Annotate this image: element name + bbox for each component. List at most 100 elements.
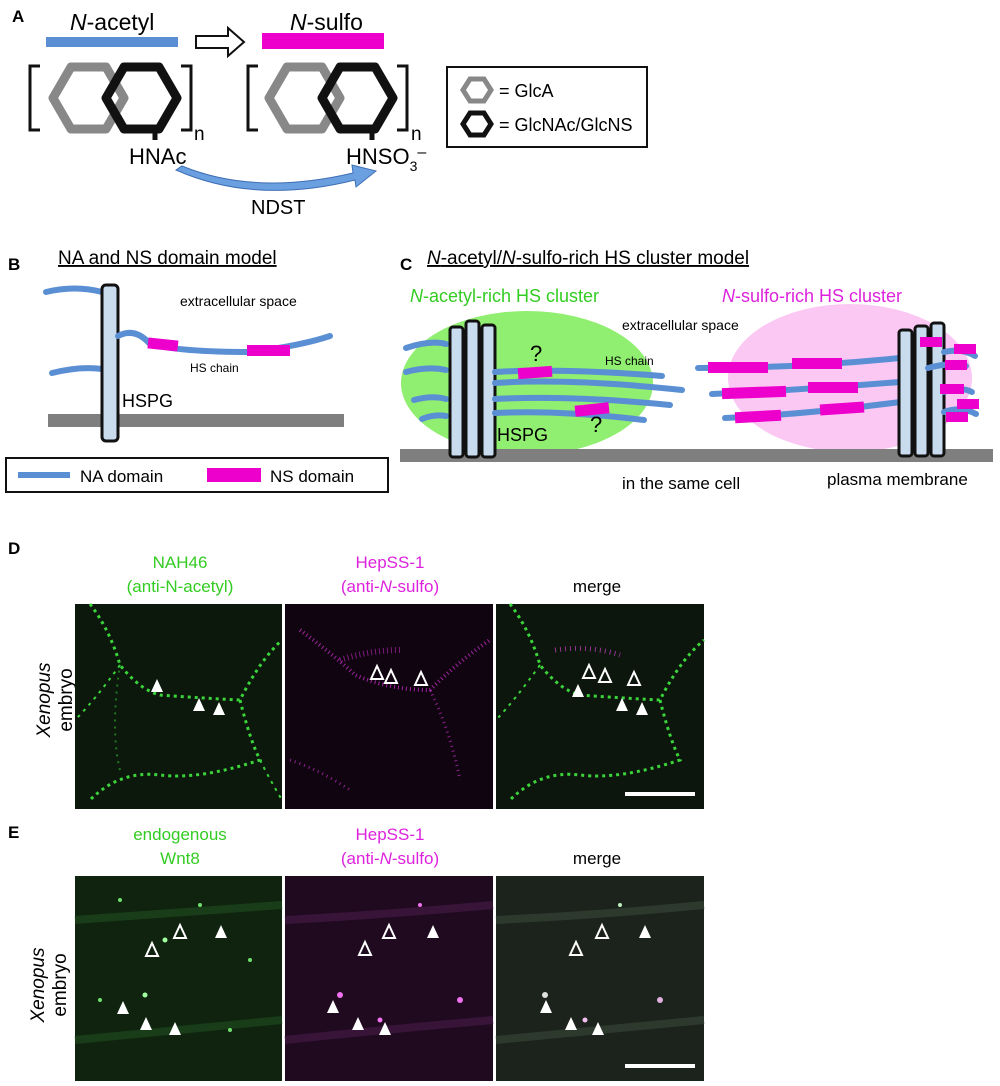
d-side-label: Xenopus: [34, 662, 55, 739]
hs-chain-right-1: [492, 367, 665, 379]
ns-domain-s2: [792, 358, 842, 369]
e3-open-arrowhead-1: [568, 939, 584, 956]
legend-glca-label: = GlcA: [499, 81, 554, 101]
panel-d: D NAH46 (anti-N-acetyl) HepSS-1 (anti-N-…: [8, 539, 705, 809]
membrane-b: [48, 414, 344, 427]
ns-domain-r2: [954, 344, 976, 354]
e3-filled-arrowhead-3: [565, 1017, 577, 1030]
extracellular-label-b: extracellular space: [180, 293, 297, 309]
n-acetyl-label: N-acetyl: [70, 9, 154, 35]
legend-na-swatch: [18, 472, 70, 478]
hspg-core-c1: [448, 325, 465, 459]
ns-domain-r6: [946, 412, 968, 422]
e-side-label: Xenopus: [28, 947, 49, 1024]
membrane-c: [400, 449, 993, 462]
panel-c: C N-acetyl/N-sulfo-rich HS cluster model…: [400, 248, 993, 493]
d-col1-line2: (anti-N-acetyl): [127, 577, 234, 596]
hspg-label-b: HSPG: [122, 391, 173, 411]
ns-domain-1: [147, 337, 179, 352]
conversion-arrow-icon: [195, 25, 246, 59]
hnac-label: HNAc: [129, 144, 186, 169]
ns-domain-s6: [819, 401, 865, 416]
ns-domain-r4: [940, 384, 964, 394]
repeat-n-left: n: [194, 124, 205, 145]
e3-filled-arrowhead-1: [639, 925, 651, 938]
ns-domain-s4: [808, 382, 858, 393]
e-micrograph-merge: [495, 876, 705, 1081]
n-sulfo-bar: [262, 33, 384, 49]
ns-domain-c1: [517, 365, 553, 380]
e-filled-arrowhead-1: [215, 925, 227, 938]
d-open-arrowhead-1: [369, 663, 385, 680]
legend-na-label: NA domain: [80, 467, 163, 486]
d-merge-filled-arrowhead-1: [572, 684, 584, 697]
hs-chain-label-b: HS chain: [190, 361, 239, 375]
e-col3-label: merge: [573, 849, 621, 868]
legend-ns-label: NS domain: [270, 467, 354, 486]
d-col1-line1: NAH46: [153, 553, 208, 572]
e-micrograph-wnt8: [74, 876, 283, 1081]
legend-ns-swatch: [207, 468, 261, 482]
e-col2-line2: (anti-N-sulfo): [341, 849, 439, 868]
d-micrograph-nah46: [74, 603, 284, 809]
n-acetyl-disaccharide: n HNAc: [28, 62, 205, 169]
hs-chain-sulfo-r4: [941, 406, 979, 417]
left-bracket-2: [246, 64, 258, 132]
ns-domain-r5: [957, 399, 979, 409]
e-scale-bar: [625, 1064, 695, 1068]
panel-c-title: N-acetyl/N-sulfo-rich HS cluster model: [427, 248, 749, 269]
hs-chain-lower: [49, 365, 105, 376]
hs-chain-main: [115, 329, 333, 356]
hs-chain-right-3: [492, 394, 673, 408]
same-cell-label: in the same cell: [622, 474, 740, 493]
sugar-legend: = GlcA = GlcNAc/GlcNS: [446, 66, 648, 148]
hs-chain-right-2: [492, 378, 685, 393]
panel-a-letter: A: [12, 7, 24, 26]
plasma-membrane-label: plasma membrane: [827, 470, 968, 489]
d-side-label-2: embryo: [56, 668, 77, 731]
ns-domain-r1: [920, 337, 942, 347]
question-mark-2: ?: [590, 412, 602, 437]
hs-chain-label-c: HS chain: [605, 354, 654, 368]
d-merge-open-arrowhead-2: [597, 666, 613, 683]
e2-filled-arrowhead-4: [379, 1022, 391, 1035]
d-open-arrowhead-2: [383, 667, 399, 684]
acetyl-cluster-title: N-acetyl-rich HS cluster: [410, 286, 599, 306]
hspg-core-b: [100, 283, 120, 443]
ns-domain-r3: [945, 360, 967, 370]
e2-open-arrowhead-1: [357, 939, 373, 956]
hs-chain-left-1: [403, 339, 449, 351]
panel-a: A N-acetyl N-sulfo n HNAc n: [12, 7, 648, 219]
hspg-core-c2: [464, 319, 481, 459]
panel-c-letter: C: [400, 255, 412, 274]
hs-chain-left-2: [403, 365, 449, 375]
d-col3-label: merge: [573, 577, 621, 596]
d-filled-arrowhead-2: [193, 698, 205, 711]
d-merge-open-arrowhead-1: [581, 662, 597, 679]
d-scale-bar: [625, 792, 695, 796]
e-filled-arrowhead-2: [117, 1001, 129, 1014]
n-sulfo-label: N-sulfo: [290, 9, 363, 35]
ns-domain-s1: [708, 362, 768, 373]
e2-filled-arrowhead-3: [352, 1017, 364, 1030]
d-micrograph-merge: [495, 603, 705, 809]
hs-chain-upper: [43, 285, 105, 295]
n-acetyl-bar: [46, 37, 178, 47]
right-bracket-2: [397, 64, 409, 132]
hs-chain-left-4: [419, 412, 449, 422]
panel-b-title: NA and NS domain model: [58, 248, 277, 269]
d-micrograph-hepss1: [285, 604, 493, 809]
hspg-core-c4: [897, 328, 914, 458]
ndst-arrow: [174, 164, 378, 191]
panel-e-letter: E: [8, 823, 19, 842]
panel-b-letter: B: [8, 255, 20, 274]
e-open-arrowhead-1: [144, 940, 160, 957]
d-filled-arrowhead-1: [151, 679, 163, 692]
ns-domain-c2: [574, 402, 610, 417]
hnso3-label: HNSO3–: [346, 144, 426, 174]
d-merge-open-arrowhead-3: [626, 669, 642, 686]
repeat-n-right: n: [411, 124, 422, 145]
d-filled-arrowhead-3: [213, 702, 225, 715]
sulfo-cluster-title: N-sulfo-rich HS cluster: [722, 286, 902, 306]
e3-filled-arrowhead-2: [540, 1000, 552, 1013]
